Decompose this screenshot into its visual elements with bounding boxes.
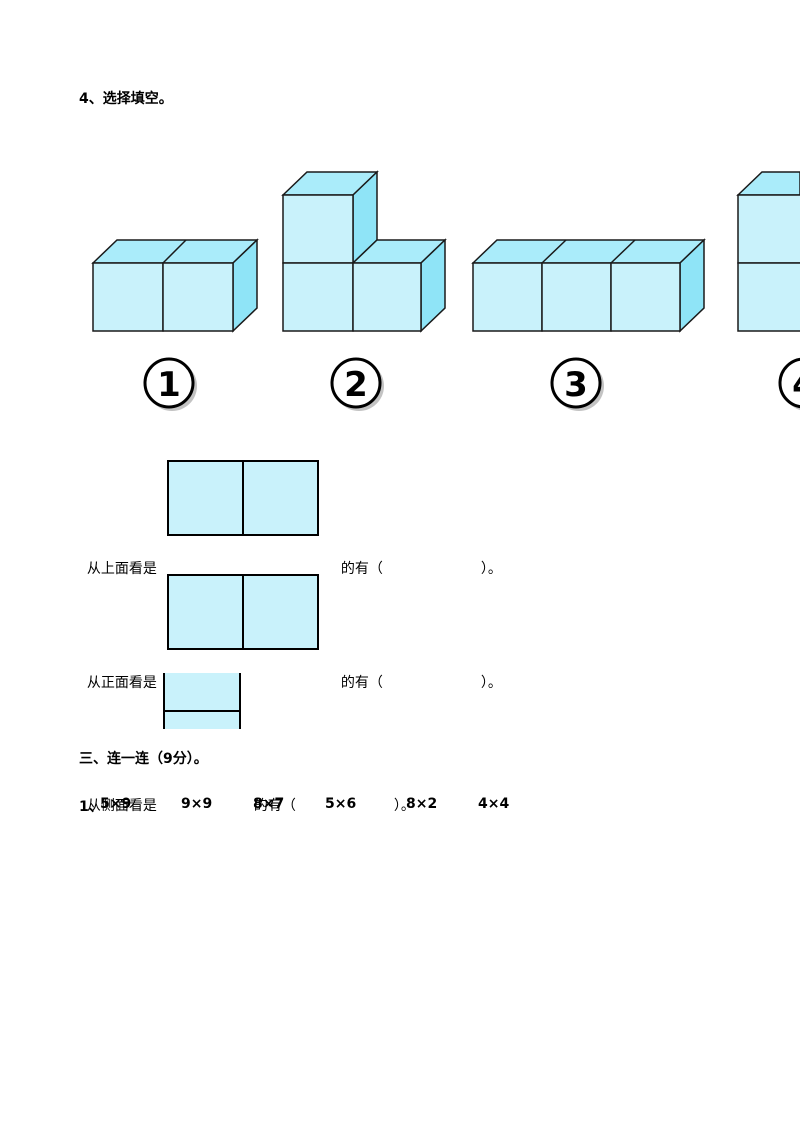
- svg-text:1: 1: [157, 365, 181, 405]
- figure-3: [471, 238, 706, 333]
- label-1: 1: [143, 357, 197, 411]
- svg-text:3: 3: [564, 365, 588, 405]
- front-view-shape: [167, 574, 319, 650]
- expression-6[interactable]: 4×4: [478, 796, 510, 812]
- question-side-suffix: 的有（: [253, 798, 296, 814]
- question-top-view: 从上面看是: [78, 542, 157, 578]
- expression-4[interactable]: 5×6: [325, 796, 357, 812]
- question-prefix: 从上面看是: [86, 561, 157, 577]
- expression-3[interactable]: 8×7: [253, 796, 285, 812]
- section-4-heading: 4、选择填空。: [79, 91, 173, 107]
- figure-2: [281, 170, 447, 333]
- expression-1[interactable]: 5×9: [100, 796, 132, 812]
- label-3: 3: [550, 357, 604, 411]
- question-prefix: 从侧面看是: [86, 798, 157, 814]
- svg-text:2: 2: [344, 365, 368, 405]
- side-view-shape: [163, 673, 241, 729]
- answer-blank-side[interactable]: ）。: [393, 798, 415, 814]
- expression-2[interactable]: 9×9: [181, 796, 213, 812]
- question-front-view: 从正面看是: [78, 656, 157, 692]
- figure-1: [91, 238, 259, 333]
- figure-4: [736, 171, 800, 332]
- top-view-shape: [167, 460, 319, 536]
- svg-text:4: 4: [792, 365, 800, 405]
- expression-5[interactable]: 8×2: [406, 796, 438, 812]
- answer-blank-top[interactable]: ）。: [480, 561, 502, 577]
- question-side-view: 从侧面看是: [78, 779, 157, 815]
- section-3-heading: 三、连一连（9分）。: [79, 751, 208, 767]
- question-top-suffix: 的有（: [340, 561, 383, 577]
- label-2: 2: [330, 357, 384, 411]
- question-prefix: 从正面看是: [86, 675, 157, 691]
- label-4: 4: [778, 357, 800, 410]
- answer-blank-front[interactable]: ）。: [480, 675, 502, 691]
- question-front-suffix: 的有（: [340, 675, 383, 691]
- item-1-prefix: 1、: [79, 799, 103, 815]
